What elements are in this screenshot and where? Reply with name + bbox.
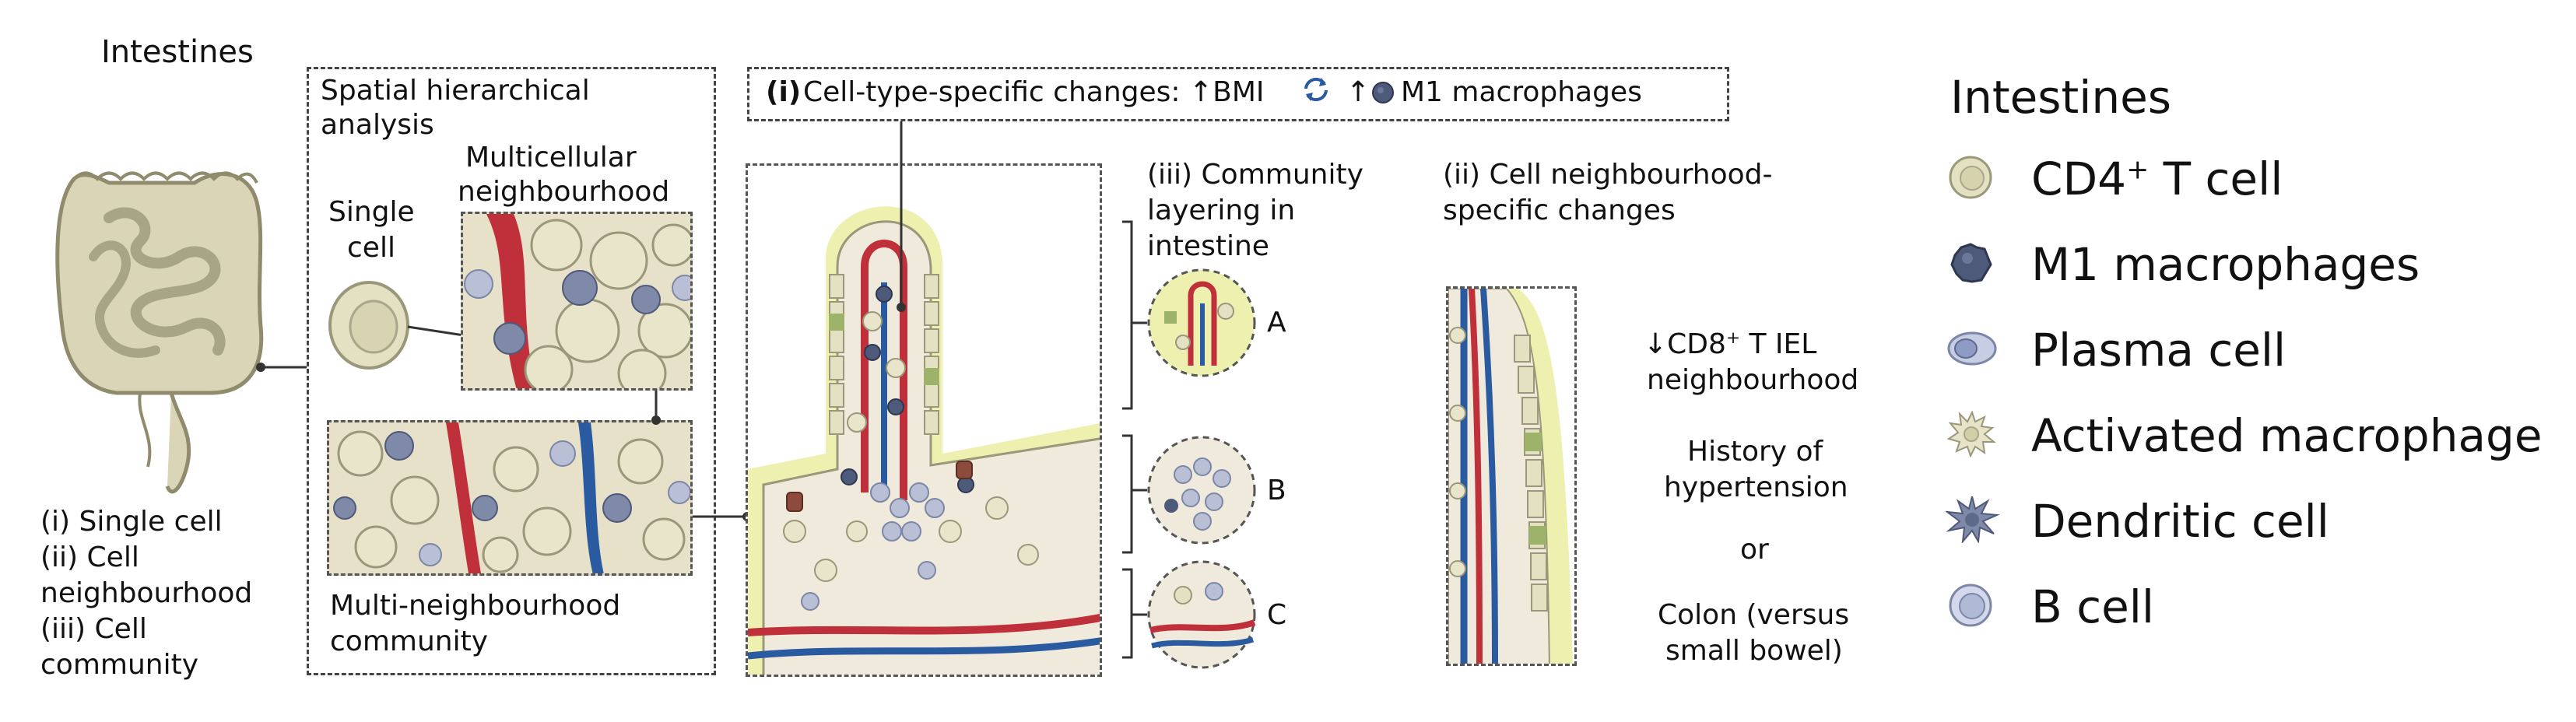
cell-type-changes-box <box>747 67 1729 121</box>
legend-label-cd4: CD4+ T cell <box>2031 152 2283 205</box>
hierarchy-level-2b: neighbourhood <box>40 577 253 609</box>
community-title-3: intestine <box>1147 230 1269 262</box>
community-title-1: (iii) Community <box>1147 159 1363 191</box>
activated-macrophage-icon <box>1946 411 2000 457</box>
multicellular-label-2: neighbourhood <box>458 176 670 208</box>
legend-label-b-cell: B cell <box>2031 580 2155 633</box>
or-label: or <box>1740 534 1769 566</box>
neighbourhood-title-1: (ii) Cell neighbourhood- <box>1443 159 1773 191</box>
single-cell-label-2: cell <box>347 232 395 264</box>
legend-label-plasma: Plasma cell <box>2031 324 2286 377</box>
community-label-a: A <box>1267 307 1286 338</box>
cd8-iel-line2: neighbourhood <box>1647 364 1859 396</box>
neighbourhood-villus-patch <box>1446 286 1577 666</box>
hierarchy-level-2: (ii) Cell <box>40 542 139 573</box>
spatial-heading-line1: Spatial hierarchical <box>321 75 590 107</box>
b-cell-icon <box>1946 582 2000 629</box>
multi-neighbourhood-label-2: community <box>330 626 489 657</box>
m1-macrophage-icon <box>1946 240 2000 286</box>
m1-up-arrow: ↑ <box>1346 76 1370 108</box>
m1-macrophage-mini-icon <box>1370 79 1396 106</box>
plasma-cell-icon <box>1946 325 2000 372</box>
community-label-b: B <box>1267 475 1286 506</box>
legend-label-activated-macrophage: Activated macrophage <box>2031 409 2543 462</box>
legend-label-dendritic: Dendritic cell <box>2031 495 2329 548</box>
cell-type-changes-text: Cell-type-specific changes: ↑BMI <box>803 76 1265 108</box>
single-cell-label-1: Single <box>328 196 415 228</box>
intestines-title: Intestines <box>101 34 254 70</box>
cd4-t-cell-icon <box>1946 154 2000 201</box>
hierarchy-level-1: (i) Single cell <box>40 506 223 538</box>
history-line1: History of <box>1687 436 1823 468</box>
cell-type-changes-bold: (i) <box>766 76 802 108</box>
community-title-2: layering in <box>1147 195 1296 226</box>
spatial-analysis-box <box>307 67 716 675</box>
legend-title: Intestines <box>1950 71 2172 124</box>
multicellular-label-1: Multicellular <box>465 142 637 173</box>
cd8-iel-change: ↓CD8+ T IEL <box>1644 328 1817 360</box>
villus-illustration <box>746 163 1102 677</box>
colon-line2: small bowel) <box>1665 635 1843 667</box>
hierarchy-level-3: (iii) Cell <box>40 613 147 645</box>
refresh-cycle-icon <box>1298 72 1334 107</box>
multi-neighbourhood-label-1: Multi-neighbourhood <box>330 590 621 622</box>
community-label-c: C <box>1267 599 1287 631</box>
spatial-heading-line2: analysis <box>321 109 434 141</box>
hierarchy-level-3b: community <box>40 649 199 681</box>
history-line2: hypertension <box>1664 471 1848 503</box>
legend-panel <box>1899 0 2576 682</box>
legend-label-m1: M1 macrophages <box>2031 238 2420 291</box>
neighbourhood-title-2: specific changes <box>1443 195 1676 226</box>
colon-line1: Colon (versus <box>1658 599 1850 631</box>
multicellular-neighbourhood-patch <box>461 212 693 391</box>
cell-type-changes-tail: M1 macrophages <box>1401 76 1642 108</box>
dendritic-cell-icon <box>1946 496 2000 543</box>
multi-neighbourhood-community-patch <box>327 420 693 576</box>
